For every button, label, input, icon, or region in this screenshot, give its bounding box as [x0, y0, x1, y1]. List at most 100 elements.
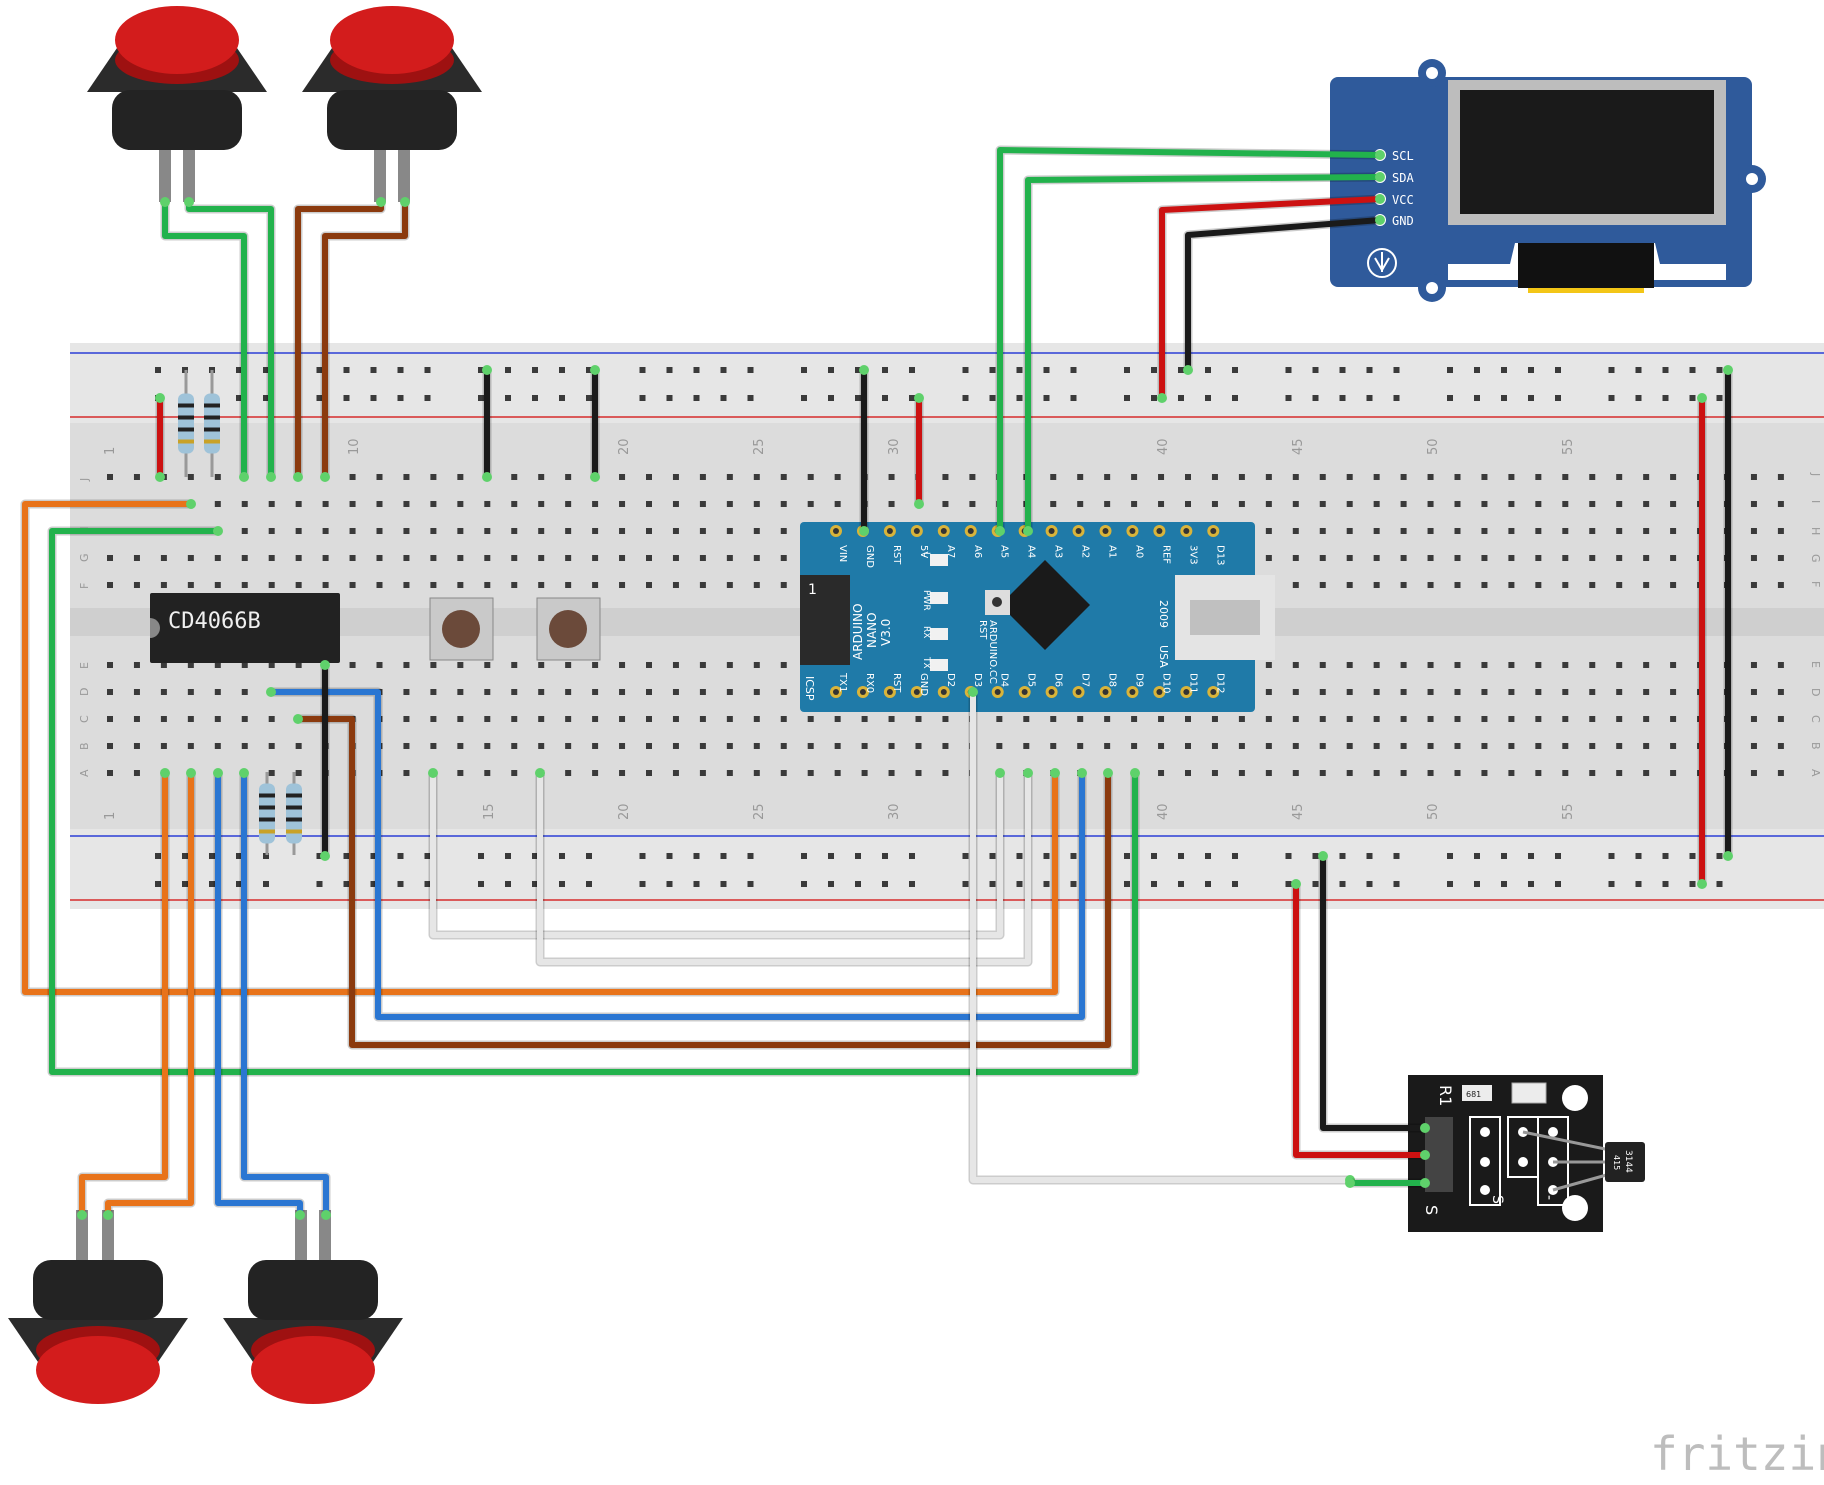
- row-letter: C: [1809, 715, 1822, 723]
- pin-label: 3V3: [1187, 545, 1198, 565]
- resistors: [178, 370, 302, 855]
- pin-label: VIN: [837, 545, 848, 562]
- pin-label: D8: [1107, 673, 1118, 687]
- arcade-button[interactable]: [223, 1210, 403, 1404]
- row-letter: D: [78, 688, 91, 696]
- cd4066b-chip[interactable]: CD4066B: [150, 593, 340, 663]
- row-letter: D: [1809, 688, 1822, 696]
- row-letter: H: [1809, 527, 1822, 535]
- ic-label: CD4066B: [168, 609, 261, 634]
- icsp-label: ICSP: [803, 676, 816, 701]
- column-number: 30: [887, 803, 902, 820]
- wire-green: [47, 526, 1140, 1077]
- wire-white: [428, 768, 1005, 940]
- row-letter: B: [78, 742, 91, 750]
- resistor: [259, 772, 275, 855]
- row-letter: F: [78, 583, 91, 589]
- pin-hole: [833, 528, 839, 534]
- pin-label: D9: [1133, 673, 1144, 687]
- pin-hole: [1048, 528, 1055, 534]
- wires: [20, 145, 1733, 1220]
- pin-hole: [1210, 689, 1217, 695]
- column-number: 1: [103, 447, 118, 455]
- pin-hole: [859, 689, 866, 695]
- wire-blue: [239, 768, 331, 1220]
- breadboard-holes: [107, 367, 1784, 887]
- pin-label: A5: [999, 545, 1010, 558]
- top-power-rail: [70, 343, 1824, 423]
- pin-hole: [1075, 689, 1082, 695]
- hall-sensor-chip: [1605, 1142, 1645, 1182]
- wire-blue: [266, 687, 1087, 1022]
- wire-green: [1345, 1178, 1430, 1188]
- wire-brown: [320, 197, 410, 482]
- row-letter: F: [1809, 581, 1822, 587]
- tactile-button[interactable]: [536, 597, 601, 661]
- rst-label: RST: [977, 620, 988, 640]
- arcade-button[interactable]: [8, 1210, 188, 1404]
- pin-hole: [1129, 528, 1136, 534]
- pin-hole: [886, 528, 893, 534]
- pin-label: A3: [1053, 545, 1064, 558]
- pin-hole: [1048, 689, 1055, 695]
- pin-label: D5: [1026, 673, 1037, 687]
- led-label: TX: [921, 656, 931, 669]
- pin-hole: [913, 689, 920, 695]
- pin-hole: [994, 689, 1001, 695]
- column-number: 45: [1291, 438, 1306, 455]
- column-number: 55: [1561, 438, 1576, 455]
- hall-pin-s: S: [1422, 1205, 1441, 1215]
- pin-label: RX0: [864, 673, 875, 693]
- column-number: 30: [887, 438, 902, 455]
- arcade-button[interactable]: [87, 6, 267, 202]
- row-letter: A: [78, 769, 91, 777]
- row-letter: B: [1809, 742, 1822, 750]
- pin-label: SCL: [1392, 149, 1414, 163]
- hall-res-label: 681: [1466, 1090, 1481, 1099]
- wire-red: [1157, 194, 1385, 403]
- resistor: [204, 370, 220, 477]
- pin-hole: [940, 528, 947, 534]
- row-letter: E: [1809, 661, 1822, 668]
- row-letter: J: [78, 478, 91, 482]
- pin-label: SDA: [1392, 171, 1414, 185]
- icsp-header: [800, 575, 850, 665]
- row-letter: I: [1809, 500, 1822, 503]
- column-number: 25: [752, 438, 767, 455]
- pin-hole: [913, 528, 920, 534]
- pin-hole: [886, 689, 893, 695]
- wire-orange: [20, 499, 1060, 997]
- oled-logo-icon: [1367, 248, 1397, 278]
- wire-red: [914, 393, 924, 509]
- resistor: [178, 370, 194, 477]
- pin-hole: [1156, 528, 1163, 534]
- row-letter: A: [1809, 769, 1822, 777]
- pin-label: A1: [1107, 545, 1118, 558]
- wire-white: [535, 768, 1033, 967]
- wire-black: [482, 365, 492, 482]
- wire-green: [184, 197, 276, 482]
- pin-hole: [1210, 528, 1217, 534]
- arduino-nano[interactable]: 1 ICSP RST ARDUINO NANO V3.0 ARDUINO.CC …: [800, 522, 1275, 712]
- wire-orange: [103, 768, 196, 1220]
- hall-sensor-module[interactable]: R1 - 681 3144 415 S S -: [1408, 1075, 1645, 1232]
- resistor: [286, 772, 302, 855]
- pin-hole: [1156, 689, 1163, 695]
- row-letter: E: [78, 662, 91, 669]
- pin-label: A6: [972, 545, 983, 558]
- arcade-button[interactable]: [302, 6, 482, 202]
- icsp-num: 1: [808, 582, 817, 598]
- pin-hole: [1102, 689, 1109, 695]
- tactile-button[interactable]: [429, 597, 494, 661]
- nano-title-line2: NANO: [865, 612, 879, 648]
- status-led: [930, 659, 948, 671]
- wire-blue: [213, 768, 305, 1220]
- pin-label: GND: [864, 545, 875, 568]
- led-label: L: [921, 552, 931, 557]
- pin-hole: [1183, 689, 1190, 695]
- column-number: 25: [752, 803, 767, 820]
- pin-label: D12: [1214, 673, 1225, 693]
- pin-label: GND: [918, 673, 929, 696]
